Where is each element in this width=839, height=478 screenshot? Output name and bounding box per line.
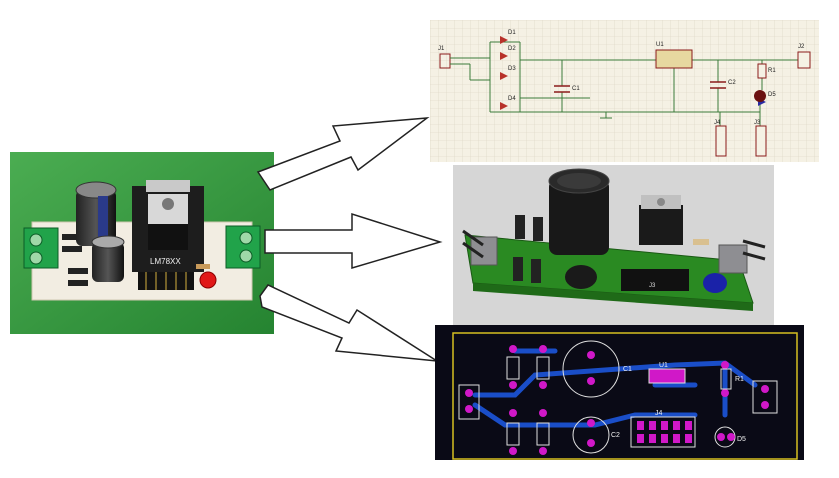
pcb3d-header-label: J3 xyxy=(649,283,656,289)
schematic-ref-j4: J4 xyxy=(714,120,721,126)
layout-ref-r1: R1 xyxy=(735,376,744,383)
schematic-ref-d3: D3 xyxy=(508,66,516,72)
schematic-ref-j2: J2 xyxy=(798,44,805,50)
arrow-to-3d-pcb xyxy=(264,212,443,270)
left-terminal-block xyxy=(23,227,59,269)
regulator-heatsink xyxy=(132,180,204,272)
arrow-to-schematic xyxy=(256,117,430,191)
layout-ref-j4: J4 xyxy=(655,410,663,417)
schematic-ref-d4: D4 xyxy=(508,96,516,102)
chip-label: LM78XX xyxy=(150,257,181,266)
layout-ref-c1: C1 xyxy=(623,366,632,373)
schematic-ref-j1: J1 xyxy=(438,46,445,52)
pcb-3d-panel: J3 xyxy=(453,165,774,325)
layout-ref-c2: C2 xyxy=(611,432,620,439)
layout-ref-d5: D5 xyxy=(737,436,746,443)
pin-header xyxy=(138,272,194,290)
schematic-ref-c2: C2 xyxy=(728,80,736,86)
resistor xyxy=(196,264,210,269)
red-led xyxy=(199,271,217,289)
small-capacitor xyxy=(91,235,125,282)
pcb-layout-panel: C1 C2 R1 J4 U1 D5 xyxy=(435,325,804,460)
schematic-ref-u1: U1 xyxy=(656,42,664,48)
right-terminal-block xyxy=(225,225,261,269)
layout-ref-u1: U1 xyxy=(659,362,668,369)
electrolytic-capacitor xyxy=(75,181,117,246)
schematic-ref-j3: J3 xyxy=(754,120,761,126)
schematic-ref-c1: C1 xyxy=(572,86,580,92)
schematic-ref-d1: D1 xyxy=(508,30,516,36)
arrow-to-layout xyxy=(259,284,438,362)
schematic-panel: J1 D1 D2 D3 D4 C1 U1 C2 R1 D5 J2 J4 J3 xyxy=(430,20,819,162)
schematic-ref-d5: D5 xyxy=(768,92,776,98)
diodes xyxy=(62,234,88,286)
schematic-ref-d2: D2 xyxy=(508,46,516,52)
module-photo: LM78XX xyxy=(10,152,274,334)
schematic-ref-r1: R1 xyxy=(768,68,776,74)
